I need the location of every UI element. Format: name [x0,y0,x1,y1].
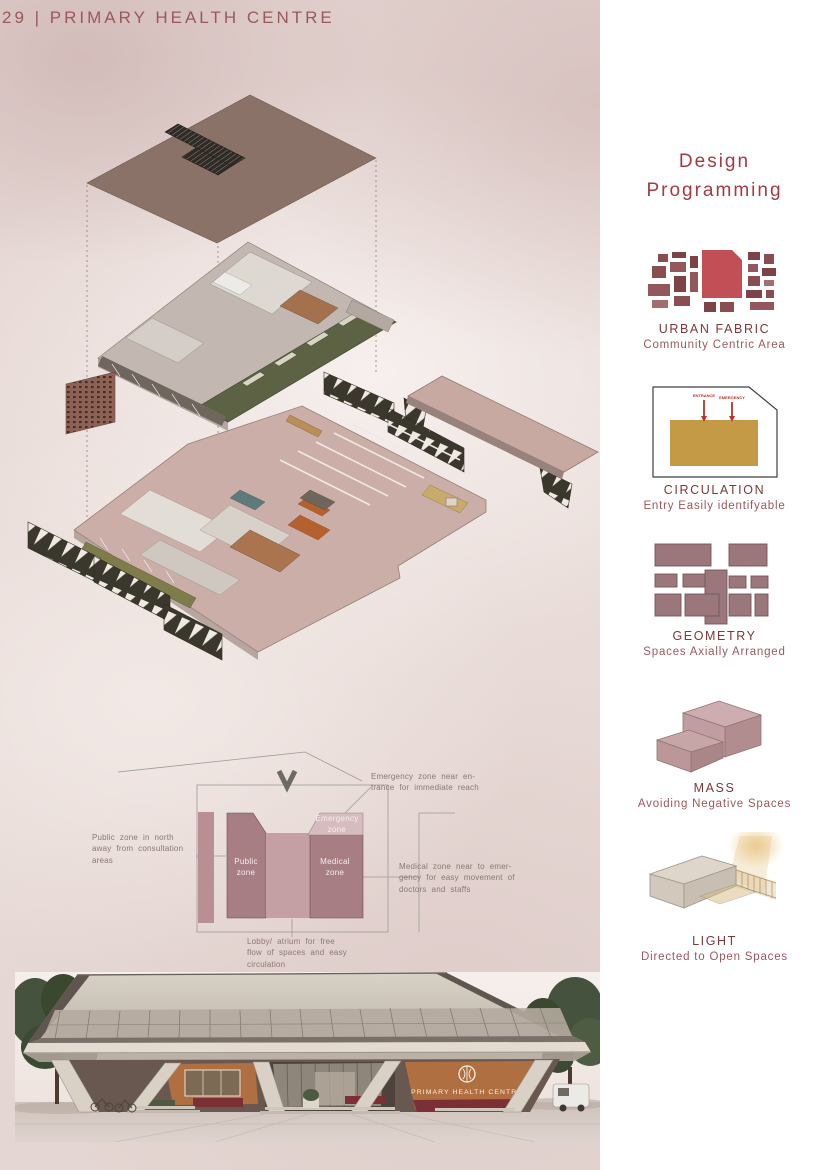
section-subtitle: Community Centric Area [643,339,786,351]
exploded-axonometric-diagram [27,94,599,661]
emergency-zone-note: Emergency zone near en- trance for immed… [371,772,479,793]
roof-plane [86,94,377,244]
canopy-slab [403,375,599,509]
lobby-block [266,833,310,918]
circulation-icon: ENTRANCE EMERGENCY [652,386,778,478]
section-title: GEOMETRY [672,629,757,643]
emergency-arrow-label: EMERGENCY [719,395,745,400]
bicycles [90,1098,137,1113]
emergency-zone-block [307,812,364,836]
section-subtitle: Entry Easily identifyable [643,500,786,512]
page-title: 29 | PRIMARY HEALTH CENTRE [2,8,335,27]
angled-columns [50,1059,554,1113]
light-icon [648,832,784,909]
medical-zone-note: Medical zone near to emer- gency for eas… [399,862,515,894]
courtyard [698,883,758,905]
section-title: CIRCULATION [663,483,766,497]
section-title: URBAN FABRIC [658,322,771,336]
public-zone-label: Public zone [234,857,258,877]
entrance-arrow-label: ENTRANCE [693,393,716,398]
sidebar-title: Design Programming [646,151,783,201]
sign-wall [405,1061,535,1109]
parking-stripes [279,414,461,506]
urban-fabric-icon [648,250,776,312]
design-programming-sidebar: Design Programming URBAN FABRIC Communit… [600,0,829,1170]
ambulance [552,1083,590,1112]
circulation-caption: CIRCULATION Entry Easily identifyable [600,483,829,512]
floor-slab [22,1042,592,1062]
section-subtitle: Spaces Axially Arranged [643,646,786,658]
section-title: LIGHT [692,934,737,948]
section-subtitle: Avoiding Negative Spaces [637,798,792,810]
building-render: PRIMARY HEALTH CENTRE [15,972,600,1142]
ground-floor: PRIMARY HEALTH CENTRE [50,1059,560,1114]
leader-lines [117,751,455,937]
urban-fabric-caption: URBAN FABRIC Community Centric Area [600,322,829,351]
light-caption: LIGHT Directed to Open Spaces [600,934,829,963]
geometry-icon [654,543,769,625]
geometry-caption: GEOMETRY Spaces Axially Arranged [600,629,829,658]
upper-floor-plan [97,241,397,431]
north-arrow [276,769,298,793]
mass-caption: MASS Avoiding Negative Spaces [600,781,829,810]
zoning-diagram: Public zone Medical zone Emergency zone … [0,745,620,980]
stair-block [287,514,331,541]
perforated-screen-panel [65,371,116,435]
section-subtitle: Directed to Open Spaces [641,951,788,963]
public-zone-note: Public zone in north away from consultat… [92,833,184,865]
upper-floor-mass [28,972,585,1043]
section-title: MASS [693,781,736,795]
louver-screens-left [27,521,223,661]
lobby-note: Lobby/ atrium for free flow of spaces an… [247,937,347,969]
planter [303,1098,319,1108]
mass-icon [655,700,763,773]
medical-zone-label: Medical zone [320,857,350,877]
zone-strip [198,812,214,923]
emergency-zone-label: Emergency zone [315,814,359,834]
zoning-diagram-shapes [117,751,455,937]
sign-text: PRIMARY HEALTH CENTRE [411,1089,523,1096]
